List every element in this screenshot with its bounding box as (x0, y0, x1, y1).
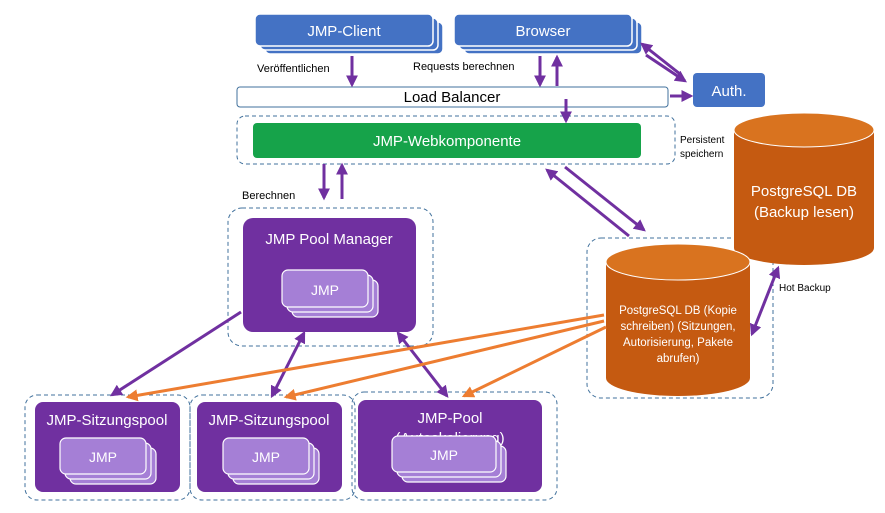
load-balancer-label: Load Balancer (404, 89, 501, 106)
webkomponente-node: JMP-Webkomponente (253, 123, 641, 158)
jmp-client-label: JMP-Client (307, 23, 381, 40)
autoscaling-pool-node: JMP-Pool (Autoskalierung) JMP (358, 400, 542, 492)
sitzungspool-1-label: JMP-Sitzungspool (47, 412, 168, 429)
pool-manager-group (227, 207, 434, 347)
db-main-label-1: PostgreSQL DB (Kopie (619, 305, 737, 317)
webkomponente-group (236, 115, 676, 165)
arrow-browser-to-auth-1 (645, 53, 687, 83)
webkomponente-label: JMP-Webkomponente (373, 133, 521, 150)
arrow-poolmgr-to-sitzungspool-1 (109, 310, 242, 397)
db-backup-label-2: (Backup lesen) (754, 204, 854, 221)
browser-label: Browser (515, 23, 570, 40)
db-main-label-4: abrufen) (657, 353, 700, 365)
sitzungspool-1-jmp-label: JMP (89, 449, 117, 465)
db-main-label-3: Autorisierung, Pakete (623, 337, 733, 349)
autoscaling-pool-group (351, 391, 558, 501)
arrow-auth-to-browser (640, 42, 681, 76)
db-main-label-2: schreiben) (Sitzungen, (620, 321, 735, 333)
arrow-db-to-sitzungspool-2 (283, 319, 605, 401)
arrow-db-to-web (545, 168, 630, 238)
db-main-node: PostgreSQL DB (Kopie schreiben) (Sitzung… (605, 243, 751, 396)
hot-backup-label: Hot Backup (779, 283, 831, 294)
pool-manager-label: JMP Pool Manager (265, 231, 392, 248)
persistent-label-1: Persistent (680, 135, 725, 146)
arrow-db-to-sitzungspool-1 (125, 313, 605, 402)
arrow-db-hot-backup (749, 265, 781, 337)
autoscaling-pool-jmp-label: JMP (430, 447, 458, 463)
db-backup-label-1: PostgreSQL DB (751, 183, 857, 200)
sitzungspool-2-jmp-label: JMP (252, 449, 280, 465)
persistent-label-2: speichern (680, 149, 723, 160)
load-balancer-node: Load Balancer (236, 86, 669, 108)
veroeffentlichen-label: Veröffentlichen (257, 63, 330, 75)
sitzungspool-1-group (24, 394, 191, 501)
arrow-poolmgr-sitzungspool-2 (270, 330, 306, 399)
auth-node: Auth. (693, 73, 765, 107)
jmp-client-node: JMP-Client (254, 13, 444, 55)
browser-node: Browser (453, 13, 643, 55)
arrow-web-to-db (564, 165, 646, 232)
arrow-db-to-autoscaling-pool (461, 325, 607, 398)
requests-berechnen-label: Requests berechnen (413, 61, 515, 73)
auth-label: Auth. (711, 83, 746, 100)
sitzungspool-2-label: JMP-Sitzungspool (209, 412, 330, 429)
db-backup-node: PostgreSQL DB (Backup lesen) (733, 112, 875, 265)
pool-manager-node: JMP Pool Manager JMP (243, 218, 416, 332)
berechnen-label: Berechnen (242, 190, 295, 202)
autoscaling-pool-label-1: JMP-Pool (417, 410, 482, 427)
sitzungspool-2-node: JMP-Sitzungspool JMP (197, 402, 342, 492)
sitzungspool-1-node: JMP-Sitzungspool JMP (35, 402, 180, 492)
pool-manager-jmp-label: JMP (311, 282, 339, 298)
